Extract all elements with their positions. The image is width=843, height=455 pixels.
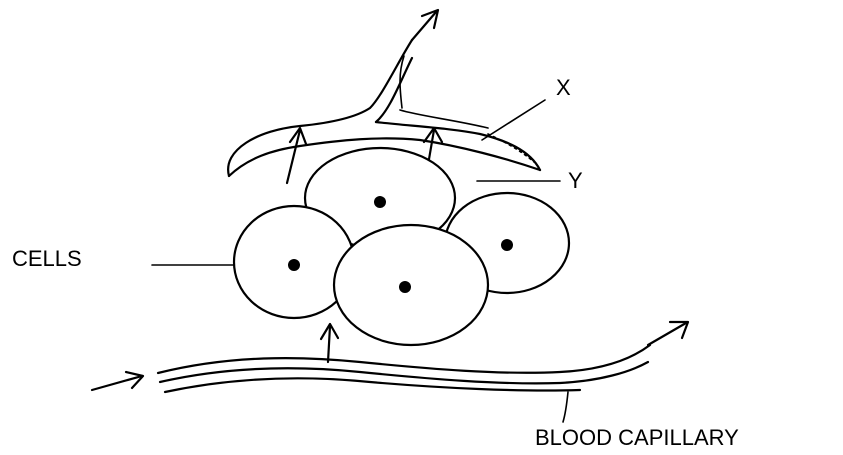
label-cells: CELLS	[12, 246, 82, 271]
cell-group	[234, 148, 569, 345]
nucleus-top	[374, 196, 386, 208]
nucleus-left	[288, 259, 300, 271]
label-y: Y	[568, 168, 583, 193]
arrow-to-vessel-left	[287, 128, 306, 183]
arrow-capillary-to-cells	[321, 324, 338, 362]
label-x: X	[556, 75, 571, 100]
leader-line-blood-capillary	[563, 392, 568, 422]
label-blood-capillary: BLOOD CAPILLARY	[535, 425, 739, 450]
nucleus-center	[399, 281, 411, 293]
leader-line-x	[482, 100, 545, 140]
nucleus-right	[501, 239, 513, 251]
cell-center	[334, 225, 488, 345]
